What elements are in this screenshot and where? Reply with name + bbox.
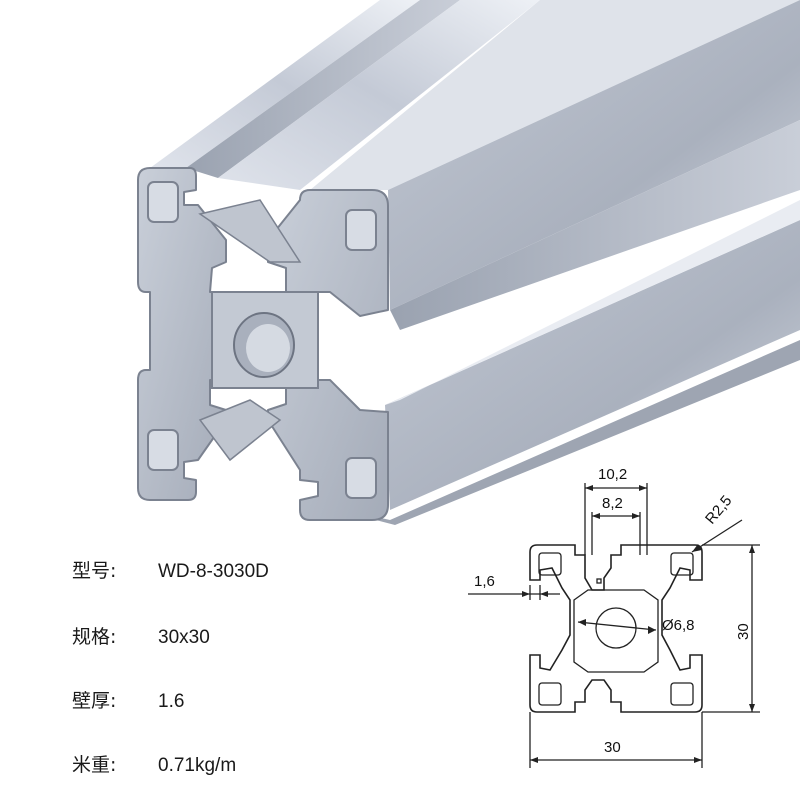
drawing-pocket-tr xyxy=(670,552,694,576)
profile-center-bore-inner xyxy=(246,324,290,372)
corner-pocket-tl xyxy=(147,181,179,223)
spec-wall-label: 壁厚: xyxy=(72,690,117,712)
drawing-hub xyxy=(573,589,659,673)
dim-slot-inner-label: 8,2 xyxy=(602,495,623,512)
corner-pocket-tr xyxy=(345,209,377,251)
spec-size: 规格: 30x30 xyxy=(72,622,210,649)
drawing-pocket-br xyxy=(670,682,694,706)
web-lower xyxy=(198,399,282,462)
dim-slot-outer-label: 10,2 xyxy=(598,466,627,483)
spec-wall: 壁厚: 1.6 xyxy=(72,686,184,713)
dim-radius-label: R2,5 xyxy=(702,492,735,527)
corner-pocket-bl xyxy=(147,429,179,471)
profile-lower-right-face xyxy=(385,220,800,510)
profile-top-groove xyxy=(186,0,460,178)
dim-radius-leader xyxy=(691,519,743,553)
spec-model-value: WD-8-3030D xyxy=(158,561,269,582)
dim-wall-label: 1,6 xyxy=(474,573,495,590)
drawing-pocket-bl xyxy=(538,682,562,706)
spec-size-label: 规格: xyxy=(72,626,117,648)
dimension-arrows xyxy=(522,485,755,763)
spec-weight-value: 0.71kg/m xyxy=(158,755,237,776)
corner-pocket-br xyxy=(345,457,377,499)
spec-weight-label: 米重: xyxy=(72,754,117,776)
dim-bore-leader xyxy=(577,621,657,631)
spec-size-value: 30x30 xyxy=(158,627,210,648)
dim-width-label: 30 xyxy=(604,739,621,756)
profile-middle-groove xyxy=(390,120,800,330)
dim-height-label: 30 xyxy=(735,623,752,640)
drawing-center-mark xyxy=(596,578,602,584)
profile-end-face xyxy=(137,167,227,501)
profile-upper-right-face-b xyxy=(388,0,800,310)
web-upper xyxy=(198,199,302,263)
spec-model: 型号: WD-8-3030D xyxy=(72,556,269,583)
dim-bore-label: Ø6,8 xyxy=(662,617,695,634)
drawing-pocket-tl xyxy=(538,552,562,576)
profile-top-face-2 xyxy=(218,0,540,190)
profile-render xyxy=(137,0,800,525)
spec-model-label: 型号: xyxy=(72,560,117,582)
spec-weight: 米重: 0.71kg/m xyxy=(72,750,236,777)
drawing-bore xyxy=(595,607,637,649)
profile-upper-right-face xyxy=(310,0,800,190)
profile-top-face xyxy=(150,0,420,168)
spec-wall-value: 1.6 xyxy=(158,691,185,712)
